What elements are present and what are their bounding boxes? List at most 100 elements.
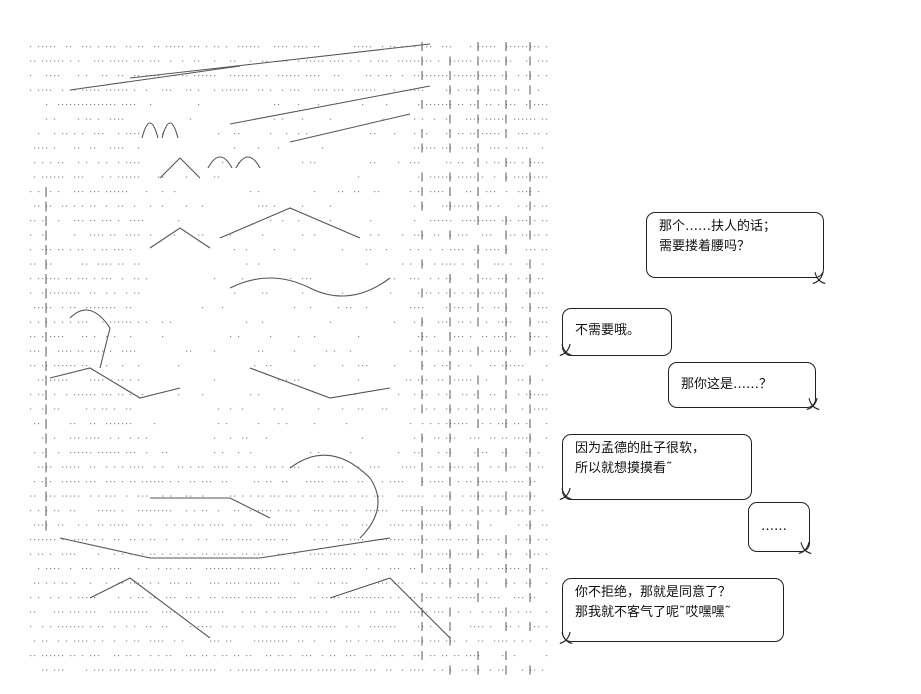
art-dot — [302, 655, 304, 657]
art-dot — [430, 524, 432, 526]
art-dot — [98, 263, 100, 265]
art-dot — [282, 524, 284, 526]
art-dot — [78, 292, 80, 294]
art-dot — [294, 626, 296, 628]
art-dot — [226, 626, 228, 628]
art-dot — [438, 640, 440, 642]
art-hand-left — [69, 309, 111, 369]
art-dot — [122, 60, 124, 62]
art-dot — [262, 205, 264, 207]
art-dot — [114, 249, 116, 251]
art-dot — [54, 176, 56, 178]
art-dot — [38, 89, 40, 91]
art-dot — [542, 278, 544, 280]
art-dot — [106, 278, 108, 280]
art-dot — [50, 597, 52, 599]
art-dot — [94, 394, 96, 396]
art-dot — [202, 524, 204, 526]
art-dot — [42, 147, 44, 149]
art-dot — [238, 452, 240, 454]
art-dot — [266, 205, 268, 207]
art-dot — [78, 437, 80, 439]
art-dot — [230, 336, 232, 338]
art-dot — [78, 394, 80, 396]
art-dot — [394, 365, 396, 367]
art-dot — [374, 133, 376, 135]
art-dot — [146, 452, 148, 454]
art-dot — [442, 481, 444, 483]
art-dot — [514, 437, 516, 439]
art-dot — [106, 205, 108, 207]
art-dot — [190, 611, 192, 613]
art-dot — [222, 481, 224, 483]
art-dot — [30, 365, 32, 367]
art-dot — [514, 104, 516, 106]
art-dot — [450, 46, 452, 48]
art-dot — [530, 582, 532, 584]
art-dot — [358, 611, 360, 613]
art-dot — [346, 568, 348, 570]
art-dot — [326, 539, 328, 541]
art-dot — [426, 133, 428, 135]
art-dot — [506, 568, 508, 570]
art-dot — [322, 60, 324, 62]
art-dot — [130, 452, 132, 454]
art-dot — [314, 423, 316, 425]
art-dot — [498, 307, 500, 309]
art-dot — [546, 539, 548, 541]
art-dot — [86, 278, 88, 280]
art-dot — [446, 553, 448, 555]
art-dot — [78, 176, 80, 178]
art-dot — [466, 640, 468, 642]
art-dot — [426, 350, 428, 352]
art-dot — [418, 191, 420, 193]
art-dot — [42, 234, 44, 236]
art-dot — [282, 481, 284, 483]
art-dot — [58, 336, 60, 338]
art-dot — [174, 46, 176, 48]
art-dot — [130, 176, 132, 178]
art-dot — [534, 292, 536, 294]
art-dot — [310, 568, 312, 570]
art-dot — [418, 75, 420, 77]
art-dot — [266, 626, 268, 628]
art-dot — [534, 394, 536, 396]
art-dot — [106, 89, 108, 91]
art-dot — [114, 89, 116, 91]
art-dot — [118, 568, 120, 570]
art-dot — [458, 597, 460, 599]
art-dot — [38, 278, 40, 280]
art-dot — [342, 539, 344, 541]
art-dot — [246, 321, 248, 323]
art-dot — [358, 336, 360, 338]
art-dot — [154, 640, 156, 642]
art-dot — [386, 669, 388, 671]
art-dot — [406, 379, 408, 381]
art-dot — [418, 495, 420, 497]
art-dot — [246, 75, 248, 77]
art-dot — [434, 220, 436, 222]
art-dot — [162, 510, 164, 512]
art-dot — [138, 60, 140, 62]
art-dot — [322, 655, 324, 657]
art-dot — [214, 176, 216, 178]
art-dot — [242, 524, 244, 526]
art-dot — [518, 611, 520, 613]
art-dot — [462, 234, 464, 236]
art-dot — [538, 234, 540, 236]
art-dot — [142, 539, 144, 541]
art-dot — [370, 510, 372, 512]
art-dot — [386, 582, 388, 584]
art-dot — [142, 669, 144, 671]
art-dot — [250, 611, 252, 613]
art-dot — [478, 249, 480, 251]
art-dot — [330, 640, 332, 642]
art-dot — [198, 524, 200, 526]
art-dot — [190, 466, 192, 468]
art-dot — [162, 640, 164, 642]
art-dot — [122, 191, 124, 193]
art-dot — [230, 640, 232, 642]
art-dot — [278, 423, 280, 425]
art-dot — [266, 481, 268, 483]
art-dot — [442, 75, 444, 77]
